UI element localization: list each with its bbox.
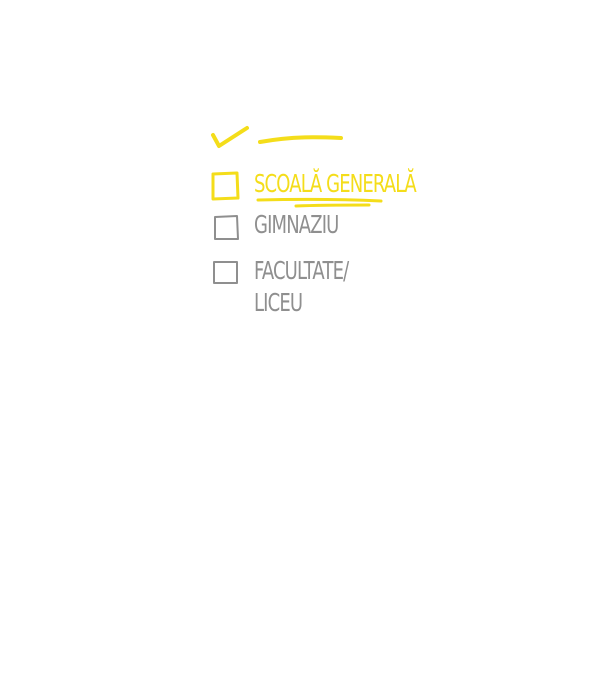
option-label-scoala-generala: Scoală generală [254, 169, 417, 198]
checkbox-selected-icon[interactable] [210, 171, 240, 201]
option-label-facultate-liceu: Facultate/ Liceu [254, 256, 349, 317]
option-scoala-generala[interactable]: Scoală generală [210, 169, 479, 201]
checkmark-icon [211, 126, 343, 148]
option-facultate-liceu[interactable]: Facultate/ Liceu [210, 256, 385, 319]
checkbox-empty-icon[interactable] [210, 212, 240, 242]
selected-underline [256, 197, 383, 208]
checkbox-empty-icon[interactable] [210, 258, 240, 288]
option-label-gimnaziu: Gimnaziu [254, 210, 339, 239]
option-gimnaziu[interactable]: Gimnaziu [210, 210, 371, 242]
